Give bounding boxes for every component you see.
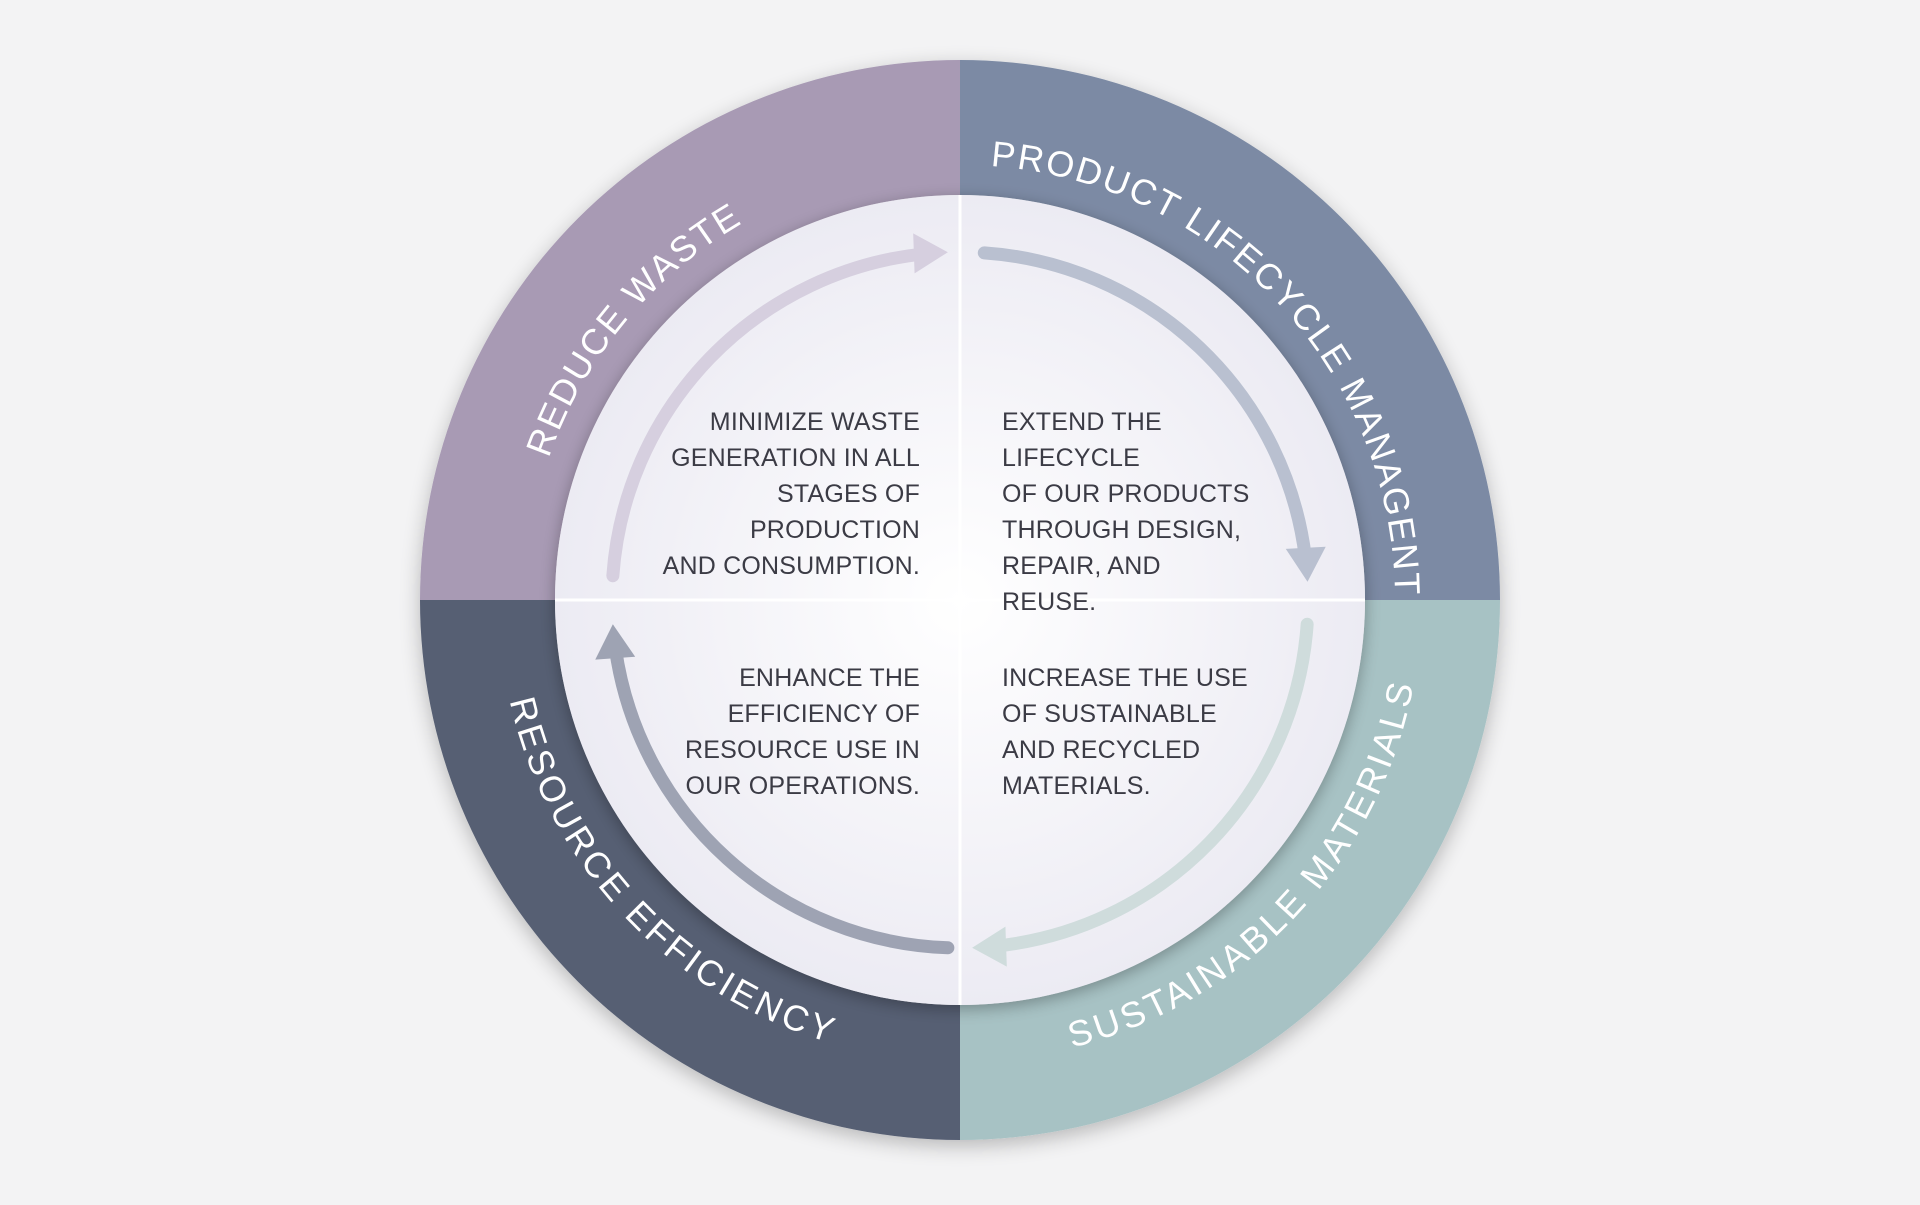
- sustainable-materials-description: INCREASE THE USE OF SUSTAINABLE AND RECY…: [1002, 664, 1248, 800]
- product-lifecycle-segment: [960, 60, 1500, 600]
- cycle-arrow-head: [972, 926, 1007, 967]
- sustainable-materials-segment: [960, 600, 1500, 1140]
- product-lifecycle-description: EXTEND THE LIFECYCLE OF OUR PRODUCTS THR…: [1002, 408, 1250, 616]
- cycle-arrow-shaft: [977, 246, 1312, 565]
- cycle-arrow-head: [913, 233, 948, 274]
- quadrant-dividers: [555, 195, 1365, 1005]
- cycle-arrow-head: [1285, 546, 1326, 582]
- cycle-arrows: [595, 233, 1326, 967]
- resource-efficiency-segment: [420, 600, 960, 1140]
- reduce-waste-segment: [420, 60, 960, 600]
- outer-ring: [420, 60, 1500, 1140]
- reduce-waste-description: MINIMIZE WASTE GENERATION IN ALL STAGES …: [662, 408, 920, 580]
- resource-efficiency-description: ENHANCE THE EFFICIENCY OF RESOURCE USE I…: [685, 664, 920, 800]
- cycle-arrow-shaft: [606, 247, 931, 583]
- cycle-arrow-shaft: [608, 641, 955, 955]
- cycle-arrow-head: [595, 624, 636, 660]
- cycle-arrow-shaft: [989, 617, 1314, 953]
